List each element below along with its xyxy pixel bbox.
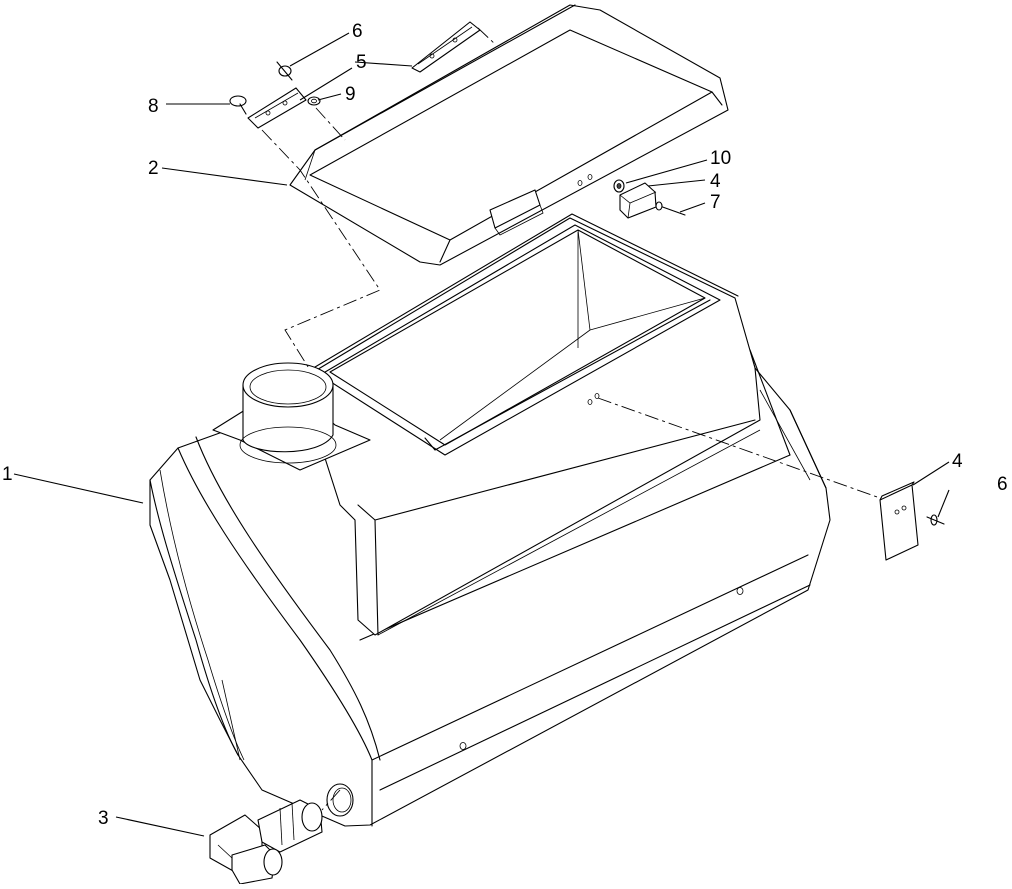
latch-plate-lower — [879, 481, 945, 561]
callout-labels: 1 2 3 4 4 5 6 6 7 8 9 10 — [2, 21, 1008, 829]
callout-4-upper: 4 — [710, 171, 721, 192]
callout-4-lower: 4 — [952, 451, 963, 472]
elbow-fitting — [209, 799, 323, 885]
hinge-left — [247, 87, 307, 129]
latch-block-upper — [619, 182, 686, 219]
washer-right — [613, 179, 625, 193]
callout-3: 3 — [98, 808, 109, 829]
callout-5: 5 — [356, 52, 367, 73]
screw-left — [229, 95, 247, 115]
filler-neck — [212, 362, 371, 471]
callout-7: 7 — [710, 192, 721, 213]
callout-9: 9 — [345, 84, 356, 105]
callout-6-top: 6 — [352, 21, 363, 42]
assembly-lines — [261, 27, 881, 811]
callout-1: 1 — [2, 464, 13, 485]
rivet-top — [276, 61, 293, 81]
washer — [307, 96, 321, 106]
tank-top-box — [299, 213, 761, 636]
leader-lines — [13, 32, 950, 837]
callout-10: 10 — [710, 148, 731, 169]
callout-2: 2 — [148, 158, 159, 179]
callout-6-lower: 6 — [997, 474, 1008, 495]
tank-lid — [289, 4, 729, 266]
callout-8: 8 — [148, 96, 159, 117]
